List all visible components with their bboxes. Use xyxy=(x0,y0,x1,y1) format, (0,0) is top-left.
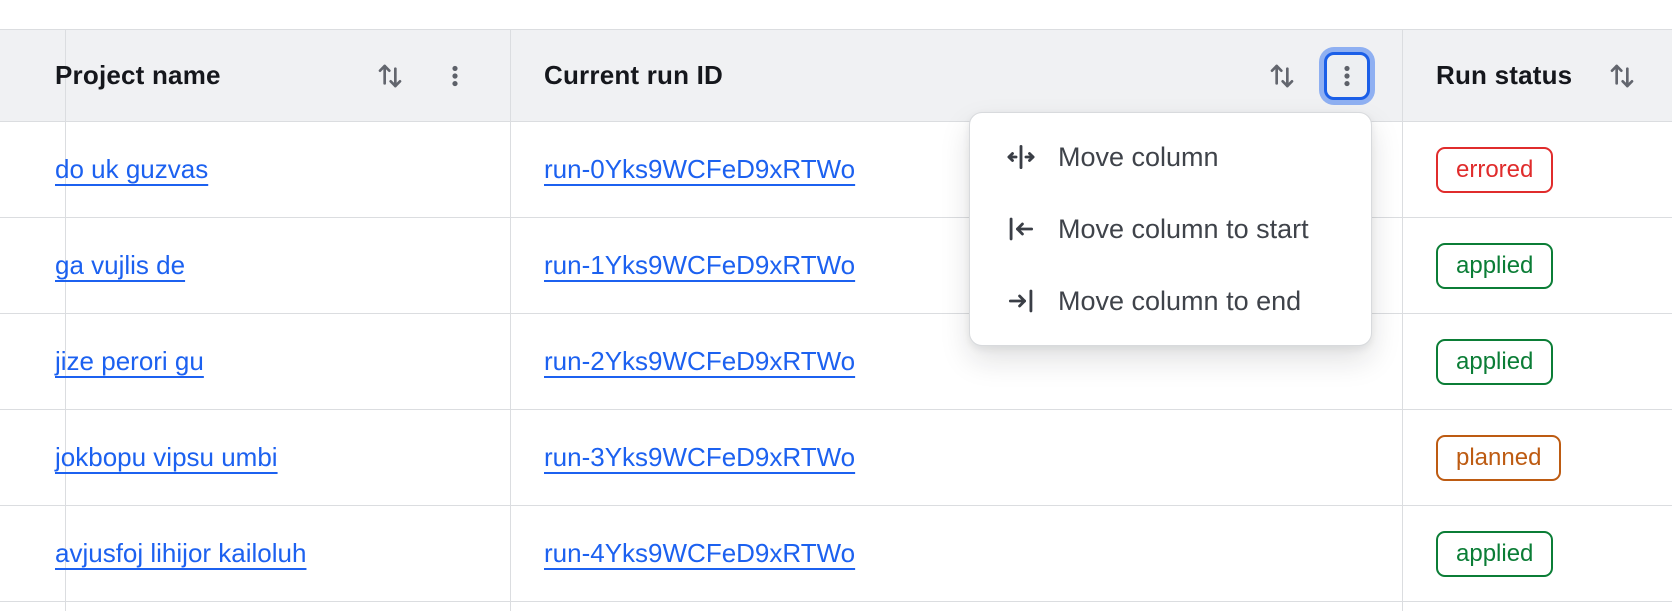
column-label-run-status: Run status xyxy=(1436,60,1573,90)
run-id-link[interactable]: run-4Yks9WCFeD9xRTWo xyxy=(544,538,856,568)
run-status-cell: planned xyxy=(1403,410,1672,505)
project-link[interactable]: avjusfoj lihijor kailoluh xyxy=(55,538,307,568)
run-id-link[interactable]: run-3Yks9WCFeD9xRTWo xyxy=(544,442,856,472)
run-status-cell xyxy=(1403,602,1672,611)
move-column-to-start-icon xyxy=(1009,217,1034,241)
header-cell-run-status: Run status xyxy=(1403,30,1672,121)
column-label-project-name: Project name xyxy=(55,60,221,90)
run-id-cell: run-3Yks9WCFeD9xRTWo xyxy=(511,410,1403,505)
header-controls-run-id xyxy=(1266,51,1370,100)
table-row-partial xyxy=(0,602,1672,611)
run-status-cell: errored xyxy=(1403,122,1672,217)
move-column-to-end-icon xyxy=(1008,289,1033,313)
status-badge: errored xyxy=(1436,146,1554,193)
kebab-icon xyxy=(1344,65,1350,86)
project-name-cell xyxy=(22,602,511,611)
run-id-link[interactable]: run-1Yks9WCFeD9xRTWo xyxy=(544,250,856,280)
stub-cell xyxy=(0,314,66,409)
menu-item-move-column[interactable]: Move column xyxy=(970,121,1371,193)
projects-table: Project name Current run ID xyxy=(0,29,1672,611)
table-header: Project name Current run ID xyxy=(0,30,1672,122)
header-cell-current-run-id: Current run ID xyxy=(511,30,1403,121)
run-id-cell: run-2Yks9WCFeD9xRTWo xyxy=(511,314,1403,409)
table-body: do uk guzvas run-0Yks9WCFeD9xRTWo errore… xyxy=(0,122,1672,611)
status-badge: applied xyxy=(1436,338,1554,385)
table-row: jize perori gu run-2Yks9WCFeD9xRTWo appl… xyxy=(0,314,1672,410)
menu-item-move-column-to-end[interactable]: Move column to end xyxy=(970,265,1371,337)
run-status-cell: applied xyxy=(1403,314,1672,409)
column-menu-button-project[interactable] xyxy=(432,53,478,99)
project-name-cell: do uk guzvas xyxy=(22,122,511,217)
kebab-icon xyxy=(452,65,458,86)
sort-icon[interactable] xyxy=(1266,60,1298,92)
project-link[interactable]: ga vujlis de xyxy=(55,250,186,280)
menu-item-label: Move column to end xyxy=(1058,285,1302,316)
stub-cell xyxy=(0,218,66,313)
menu-item-label: Move column xyxy=(1058,141,1219,172)
run-status-cell: applied xyxy=(1403,218,1672,313)
column-menu-button-run-id-focused[interactable] xyxy=(1324,51,1370,100)
run-id-link[interactable]: run-2Yks9WCFeD9xRTWo xyxy=(544,346,856,376)
stub-cell xyxy=(0,602,66,611)
sort-icon[interactable] xyxy=(374,60,406,92)
stub-cell xyxy=(0,410,66,505)
table-row: do uk guzvas run-0Yks9WCFeD9xRTWo errore… xyxy=(0,122,1672,218)
header-controls-project xyxy=(374,53,478,99)
column-label-current-run-id: Current run ID xyxy=(544,60,724,90)
menu-item-label: Move column to start xyxy=(1058,213,1309,244)
run-id-cell: run-1Yks9WCFeD9xRTWo xyxy=(511,218,1403,313)
project-link[interactable]: do uk guzvas xyxy=(55,154,209,184)
table-row: jokbopu vipsu umbi run-3Yks9WCFeD9xRTWo … xyxy=(0,410,1672,506)
project-name-cell: ga vujlis de xyxy=(22,218,511,313)
status-badge: applied xyxy=(1436,242,1554,289)
run-id-cell: run-4Yks9WCFeD9xRTWo xyxy=(511,506,1403,601)
run-status-cell: applied xyxy=(1403,506,1672,601)
header-cell-project-name: Project name xyxy=(22,30,511,121)
run-id-link[interactable]: run-0Yks9WCFeD9xRTWo xyxy=(544,154,856,184)
sort-icon[interactable] xyxy=(1606,60,1638,92)
table-row: avjusfoj lihijor kailoluh run-4Yks9WCFeD… xyxy=(0,506,1672,602)
project-name-cell: jokbopu vipsu umbi xyxy=(22,410,511,505)
stub-cell xyxy=(0,122,66,217)
project-name-cell: jize perori gu xyxy=(22,314,511,409)
menu-item-move-column-to-start[interactable]: Move column to start xyxy=(970,193,1371,265)
project-link[interactable]: jize perori gu xyxy=(55,346,204,376)
header-cell-stub xyxy=(0,30,66,121)
run-id-cell: run-0Yks9WCFeD9xRTWo xyxy=(511,122,1403,217)
status-badge: applied xyxy=(1436,530,1554,577)
run-id-cell xyxy=(511,602,1403,611)
table-row: ga vujlis de run-1Yks9WCFeD9xRTWo applie… xyxy=(0,218,1672,314)
stub-cell xyxy=(0,506,66,601)
move-column-icon xyxy=(1007,144,1035,170)
column-options-menu: Move column Move column to start Move co… xyxy=(969,112,1372,346)
table-header-row: Project name Current run ID xyxy=(0,30,1672,122)
status-badge: planned xyxy=(1436,434,1562,481)
project-link[interactable]: jokbopu vipsu umbi xyxy=(55,442,278,472)
project-name-cell: avjusfoj lihijor kailoluh xyxy=(22,506,511,601)
